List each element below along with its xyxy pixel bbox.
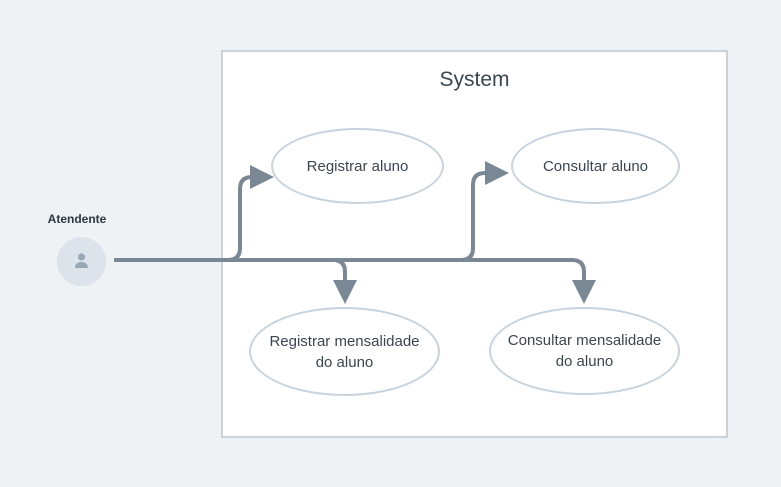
usecase-consultar-mensalidade[interactable]: Consultar mensalidade do aluno — [489, 307, 680, 395]
association-connector-4 — [114, 258, 596, 304]
association-connector-3 — [114, 258, 357, 304]
usecase-registrar-mensalidade[interactable]: Registrar mensalidade do aluno — [249, 307, 440, 396]
association-connector-2 — [114, 161, 509, 262]
system-title: System — [439, 68, 510, 91]
actor-label: Atendente — [47, 212, 107, 226]
user-icon — [75, 253, 88, 268]
association-connector-1 — [114, 165, 274, 262]
usecase-consultar-aluno[interactable]: Consultar aluno — [511, 128, 680, 204]
actor-avatar[interactable] — [57, 237, 106, 286]
